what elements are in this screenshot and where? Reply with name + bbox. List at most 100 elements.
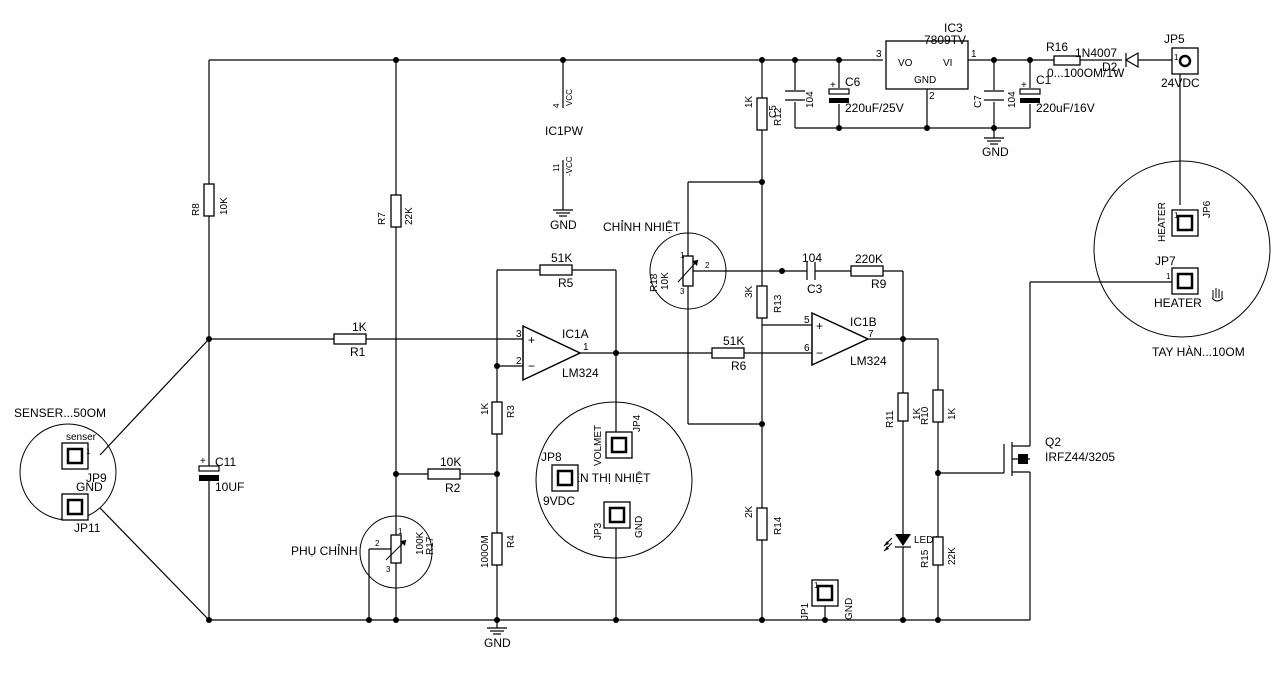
ic1b-minus: −	[816, 346, 823, 360]
vcc-rail	[208, 59, 883, 195]
jumper-jp5: JP5 24VDC 1	[1161, 32, 1200, 90]
r18-p3: 3	[680, 287, 685, 296]
r16-value: 0...100OM/1W	[1047, 66, 1125, 80]
jp1-label: GND	[844, 598, 855, 620]
heater-group: TAY HÀN...10OM HEATER JP6 1 JP7 HEATER 1	[1093, 160, 1271, 359]
resistor-r9: 220K R9	[850, 252, 887, 291]
r4-name: R4	[506, 535, 517, 548]
ic1a-p2: 2	[516, 356, 522, 367]
jp5-pin: 1	[1174, 53, 1179, 62]
c11-name: C11	[215, 455, 236, 469]
gnd-label-main: GND	[484, 636, 511, 650]
jp6-label: HEATER	[1157, 202, 1168, 242]
r18-p2: 2	[705, 261, 710, 270]
opamp-ic1b: + − IC1B LM324 5 6 7	[804, 311, 887, 368]
opamp-ic1a: + − IC1A LM324 3 2 1	[516, 324, 599, 382]
gnd-label-regulator: GND	[982, 145, 1009, 159]
resistor-r10: R10 1K	[920, 389, 958, 425]
ic1pw-name: IC1PW	[545, 124, 584, 138]
r4-value: 100OM	[480, 535, 491, 568]
r11-name: R11	[885, 410, 896, 428]
gnd-symbol-ic1pw: GND	[550, 209, 577, 232]
r15-value: 22K	[947, 547, 958, 565]
c6-plus: +	[830, 80, 836, 91]
jp3-name: JP3	[593, 522, 604, 540]
c11-value: 10UF	[215, 480, 244, 494]
r6-value: 51K	[723, 334, 744, 348]
c1-plus: +	[1021, 80, 1027, 91]
d2-part: 1N4007	[1075, 46, 1117, 60]
pot-r18: CHỈNH NHIỆT R18 10K 1 2 3	[603, 219, 727, 310]
c1-name: C1	[1036, 73, 1052, 87]
jp8-name: JP8	[541, 450, 562, 464]
trimmer-r17: PHỤ CHỈNH 100K R17 1 2 3	[291, 515, 436, 620]
r8-value: 10K	[219, 197, 230, 215]
resistor-r2: 10K R2	[427, 455, 461, 495]
r1-name: R1	[350, 345, 366, 359]
gnd-label-ic1pw: GND	[550, 218, 577, 232]
c7-value: 104	[1007, 91, 1018, 108]
sensor-title: SENSER...50OM	[14, 406, 106, 420]
jp6-pin: 1	[1174, 211, 1179, 220]
q2-part: IRFZ44/3205	[1045, 450, 1115, 464]
phu-chinh-label: PHỤ CHỈNH	[291, 543, 358, 558]
resistor-r13: 3K R13	[744, 285, 784, 319]
r9-value: 220K	[855, 252, 883, 266]
c6-name: C6	[845, 75, 861, 89]
jp11-name: JP11	[74, 521, 101, 535]
ic1pw-nvcc: -VCC	[565, 156, 574, 176]
resistor-r4: 100OM R4	[480, 532, 517, 568]
jumper-jp1: JP1 GND 1	[800, 579, 855, 620]
r18-value: 10K	[660, 272, 671, 290]
gnd-symbol-regulator: GND	[982, 137, 1009, 159]
jp9-label: senser	[66, 432, 97, 443]
resistor-r8: R8 10K	[191, 183, 230, 217]
r5-name: R5	[558, 276, 574, 290]
hand-cursor-icon	[1211, 288, 1224, 302]
ic1a-p1: 1	[583, 342, 589, 353]
ic3-part: 7809TV	[924, 33, 966, 47]
ic3-pin1: 1	[971, 49, 977, 60]
ic3-pin2: 2	[929, 91, 935, 102]
ic1b-p5: 5	[804, 315, 810, 326]
ic1pw-vcc: VCC	[565, 89, 574, 106]
jp6-name: JP6	[1202, 200, 1213, 218]
ic3-vi: VI	[943, 58, 952, 69]
jp8-label: 9VDC	[543, 494, 575, 508]
r7-value: 22K	[404, 207, 415, 225]
d2-name: D2	[1102, 60, 1118, 74]
jp7-name: JP7	[1155, 254, 1176, 268]
c11-plus: +	[200, 456, 206, 467]
jp3-label: GND	[634, 516, 645, 538]
capacitor-c1: + C1 220uF/16V	[1019, 73, 1095, 115]
jp9-name: JP9	[86, 471, 107, 485]
r13-name: R13	[773, 294, 784, 313]
r18-name: R18	[649, 273, 660, 292]
jp5-name: JP5	[1164, 32, 1185, 46]
r2-name: R2	[445, 481, 461, 495]
r17-p3: 3	[386, 565, 391, 574]
c7-name: C7	[973, 95, 984, 108]
resistor-r12: 1K R12	[744, 95, 784, 131]
chinh-nhiet-label: CHỈNH NHIỆT	[603, 219, 681, 234]
ic1b-plus: +	[816, 319, 823, 333]
jp11-label: GND	[76, 480, 103, 494]
resistor-r11: R11 1K	[885, 392, 923, 428]
diode-d2: 1N4007 D2	[1075, 46, 1139, 74]
c5-value: 104	[805, 91, 816, 108]
r5-value: 51K	[551, 251, 572, 265]
r2-value: 10K	[440, 455, 461, 469]
r11-value: 1K	[912, 407, 923, 420]
ic1pw-p4: 4	[552, 103, 561, 108]
jp4-name: JP4	[632, 414, 643, 432]
r18-p1: 1	[680, 251, 685, 260]
r15-name: R15	[920, 549, 931, 568]
resistor-r6: 51K R6	[711, 334, 747, 373]
r17-p1: 1	[398, 527, 403, 536]
junction-dots	[206, 57, 1033, 623]
ic1b-part: LM324	[850, 354, 887, 368]
capacitor-c5: 104 C5	[768, 90, 816, 118]
r1-value: 1K	[352, 320, 367, 334]
power-pins-ic1pw: VCC 4 IC1PW -VCC 11	[545, 89, 584, 210]
